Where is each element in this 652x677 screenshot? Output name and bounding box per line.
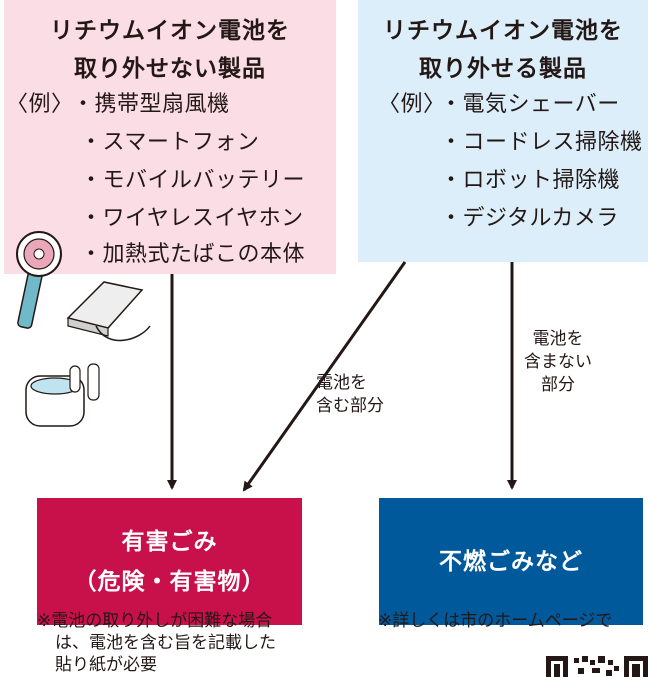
edge-label-line: 電池を <box>316 373 367 393</box>
mobile-battery-icon <box>66 281 151 342</box>
note-right: ※詳しくは市のホームページで <box>378 611 613 631</box>
non-removable-item: ・モバイルバッテリー <box>80 168 306 193</box>
non-removable-item: ・ワイヤレスイヤホン <box>80 206 304 231</box>
note-left-line: ※電池の取り外しが困難な場合 <box>37 611 273 631</box>
non-removable-item: ・携帯型扇風機 <box>72 92 230 117</box>
non-removable-title-line1: リチウムイオン電池を <box>50 18 290 44</box>
qr-code-icon <box>544 656 650 677</box>
non-removable-item: ・スマートフォン <box>80 130 260 155</box>
edge-label-line: 部分 <box>541 375 575 395</box>
non-removable-title-line2: 取り外せない製品 <box>74 56 266 82</box>
removable-example-prefix: 〈例〉 <box>378 92 446 117</box>
removable-item: ・デジタルカメラ <box>440 206 619 231</box>
removable-title-line1: リチウムイオン電池を <box>383 18 623 44</box>
hazardous-waste-box: 有害ごみ （危険・有害物） <box>37 498 302 625</box>
removable-products-box: リチウムイオン電池を 取り外せる製品 〈例〉 ・電気シェーバー ・コードレス掃除… <box>358 0 648 262</box>
hazardous-waste-label: 有害ごみ <box>121 528 218 555</box>
edge-label-line: 含む部分 <box>316 396 384 416</box>
edge-label-line: 含まない <box>524 352 592 372</box>
removable-title-line2: 取り外せる製品 <box>419 56 587 82</box>
removable-item: ・ロボット掃除機 <box>440 168 621 193</box>
hazardous-waste-sublabel: （危険・有害物） <box>73 568 266 595</box>
note-left-line: は、電池を含む旨を記載した <box>55 633 276 653</box>
non-removable-item: ・加熱式たばこの本体 <box>80 242 306 267</box>
non-removable-products-box: リチウムイオン電池を 取り外せない製品 〈例〉 ・携帯型扇風機 ・スマートフォン… <box>4 0 336 274</box>
note-left-line: 貼り紙が必要 <box>55 655 157 675</box>
edge-label-without-battery: 電池を 含まない 部分 <box>520 328 596 397</box>
removable-item: ・電気シェーバー <box>440 92 620 117</box>
non-removable-example-prefix: 〈例〉 <box>6 92 74 117</box>
removable-item: ・コードレス掃除機 <box>440 130 643 155</box>
note-left: ※電池の取り外しが困難な場合 は、電池を含む旨を記載した 貼り紙が必要 <box>37 610 276 676</box>
edge-label-with-battery: 電池を 含む部分 <box>316 372 384 418</box>
arrow-battery-part-to-hazard <box>242 261 407 492</box>
edge-label-line: 電池を <box>532 329 584 349</box>
handheld-fan-icon <box>16 231 62 329</box>
nonburnable-waste-label: 不燃ごみなど <box>439 548 583 575</box>
wireless-earphones-icon <box>25 363 100 427</box>
nonburnable-waste-box: 不燃ごみなど <box>379 498 643 625</box>
